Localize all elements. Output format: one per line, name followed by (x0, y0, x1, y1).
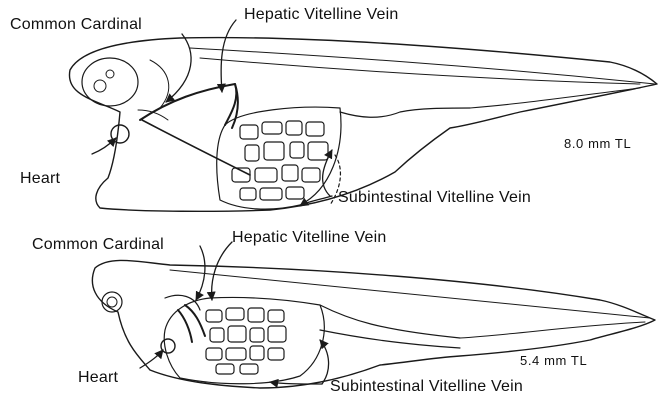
lower-hepatic-vein (185, 305, 205, 336)
upper-larva (69, 20, 657, 211)
lower-vein-network (206, 308, 286, 374)
upper-notochord (190, 48, 655, 84)
lower-arrow-hepatic (212, 242, 232, 300)
upper-subintestinal-label: Subintestinal Vitelline Vein (338, 189, 531, 207)
lower-gut-line-2 (320, 330, 460, 348)
lower-gill (165, 295, 200, 310)
upper-gut-line (340, 108, 470, 117)
upper-fin-line (200, 58, 640, 84)
upper-vein-network (232, 121, 328, 200)
lower-gut-line (320, 305, 460, 338)
upper-hepatic-vitelline-label: Hepatic Vitelline Vein (244, 6, 398, 24)
upper-common-cardinal-label: Common Cardinal (10, 16, 142, 34)
lower-cardinal-vein (178, 310, 192, 342)
lower-common-cardinal-label: Common Cardinal (32, 236, 164, 254)
upper-head (82, 58, 138, 106)
lower-size-label: 5.4 mm TL (520, 354, 587, 368)
lower-hepatic-vitelline-label: Hepatic Vitelline Vein (232, 229, 386, 247)
upper-arrow-hepatic (221, 20, 236, 92)
upper-gill (150, 60, 169, 108)
lower-tail-line (460, 322, 645, 338)
upper-arrow-common-cardinal (166, 34, 191, 102)
lower-heart-label: Heart (78, 369, 118, 387)
upper-size-label: 8.0 mm TL (564, 137, 631, 151)
upper-body-outline (69, 38, 657, 212)
lower-arrow-heart (140, 350, 163, 368)
lower-subintestinal-label: Subintestinal Vitelline Vein (330, 378, 523, 396)
upper-eye (94, 80, 106, 92)
upper-vein-lower (142, 120, 250, 175)
upper-heart-label: Heart (20, 170, 60, 188)
upper-arrow-heart (92, 138, 116, 154)
lower-heart-shape (161, 339, 175, 353)
lower-eye-inner (107, 297, 117, 307)
upper-ear (106, 70, 114, 78)
